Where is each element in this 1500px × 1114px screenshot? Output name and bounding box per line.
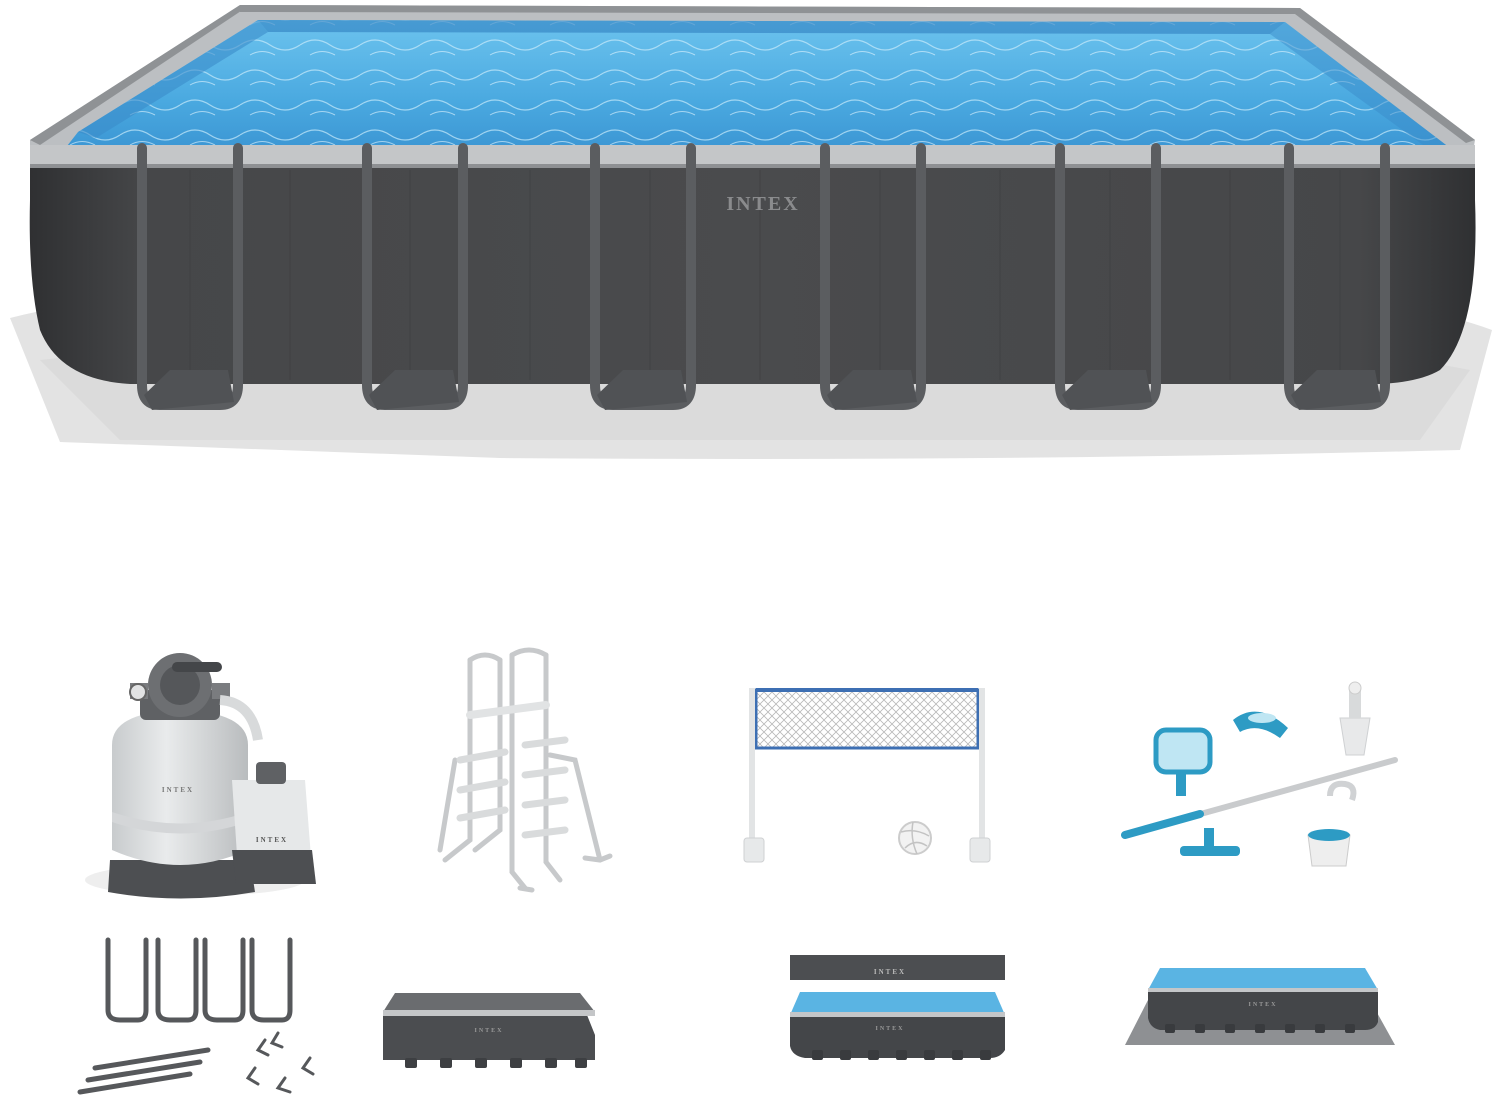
ground-cloth-brand-logo: INTEX: [474, 1028, 503, 1034]
covered-pool-brand-logo: INTEX: [875, 1026, 904, 1032]
pump-brand-logo: INTEX: [256, 836, 288, 844]
volleyball-net-icon: [743, 688, 991, 863]
ground-cloth-icon: INTEX: [383, 993, 595, 1068]
groundcloth-pool-brand-logo: INTEX: [1248, 1002, 1277, 1008]
filter-brand-logo: INTEX: [162, 786, 194, 794]
pool-ladder-icon: [437, 647, 613, 893]
maintenance-kit-icon: [1121, 681, 1398, 867]
pool-on-groundcloth-icon: INTEX: [1125, 968, 1395, 1045]
pool-leg-foot: [144, 370, 234, 410]
leg-parts-icon: [77, 937, 315, 1095]
pool-leg-foot: [597, 370, 687, 410]
sand-filter-pump-icon: INTEX INTEX: [85, 653, 316, 899]
pool-leg-foot: [1291, 370, 1381, 410]
pool-leg-foot: [1062, 370, 1152, 410]
pool-icon: INTEX: [10, 5, 1492, 459]
pool-leg-foot: [827, 370, 917, 410]
pool-leg-foot: [369, 370, 459, 410]
pool-cover-icon: INTEX INTEX: [790, 955, 1005, 1060]
pool-cover-brand-logo: INTEX: [874, 968, 906, 976]
pool-brand-logo: INTEX: [726, 193, 799, 215]
